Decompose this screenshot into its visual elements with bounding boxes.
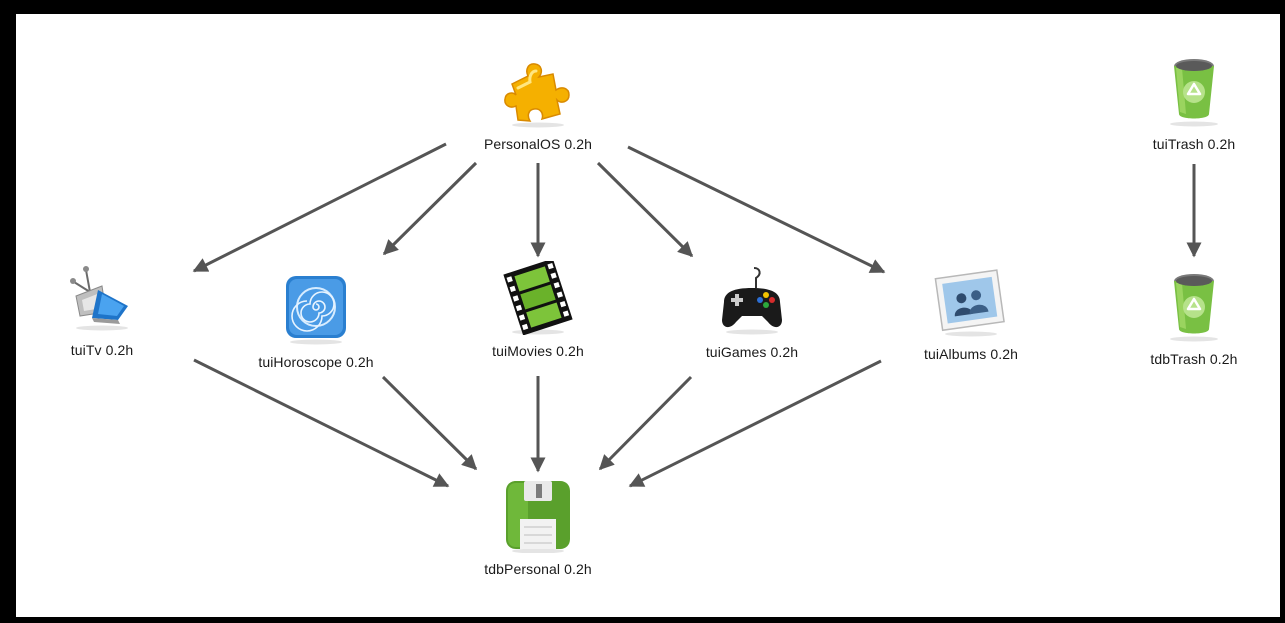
photo-album-icon	[934, 269, 1005, 337]
dependency-edges	[192, 142, 1202, 488]
edge-tuigames-tdbpersonal	[598, 375, 693, 471]
edge-personalos-tuialbums	[627, 145, 886, 274]
node-tuialbums[interactable]: tuiAlbums 0.2h	[876, 264, 1066, 362]
node-label: tuiMovies 0.2h	[492, 343, 584, 359]
floppy-disk-icon	[506, 481, 570, 553]
recycle-bin-icon	[1170, 274, 1218, 342]
node-label: PersonalOS 0.2h	[483, 136, 593, 152]
edge-personalos-tuihoroscope	[382, 161, 478, 256]
node-label: tuiAlbums 0.2h	[923, 346, 1018, 362]
node-label: tuiTrash 0.2h	[1152, 136, 1236, 152]
dependency-graph-canvas: PersonalOS 0.2h tuiTv 0.2h tuiHoroscope …	[16, 14, 1280, 617]
node-label: tdbTrash 0.2h	[1150, 351, 1238, 367]
node-tuitv[interactable]: tuiTv 0.2h	[16, 260, 197, 358]
node-label: tuiTv 0.2h	[70, 342, 134, 358]
edge-personalos-tuitv	[192, 142, 447, 273]
gamepad-icon	[722, 267, 782, 335]
node-tdbpersonal[interactable]: tdbPersonal 0.2h	[443, 479, 633, 577]
node-tuihoroscope[interactable]: tuiHoroscope 0.2h	[221, 272, 411, 370]
node-label: tuiHoroscope 0.2h	[258, 354, 374, 370]
edge-tuihoroscope-tdbpersonal	[381, 375, 478, 471]
edge-tuialbums-tdbpersonal	[628, 359, 882, 488]
edge-tuitv-tdbpersonal	[193, 358, 450, 488]
node-tuigames[interactable]: tuiGames 0.2h	[657, 262, 847, 360]
node-tdbtrash[interactable]: tdbTrash 0.2h	[1099, 269, 1280, 367]
node-label: tuiGames 0.2h	[705, 344, 799, 360]
edge-personalos-tuigames	[596, 161, 694, 258]
node-tuimovies[interactable]: tuiMovies 0.2h	[443, 261, 633, 359]
spiral-icon	[286, 276, 346, 345]
puzzle-piece-icon	[504, 63, 570, 128]
recycle-bin-icon	[1170, 59, 1218, 127]
node-personalos[interactable]: PersonalOS 0.2h	[443, 54, 633, 152]
node-label: tdbPersonal 0.2h	[484, 561, 592, 577]
node-tuitrash[interactable]: tuiTrash 0.2h	[1099, 54, 1280, 152]
film-strip-icon	[503, 261, 573, 335]
satellite-tv-icon	[70, 266, 128, 331]
